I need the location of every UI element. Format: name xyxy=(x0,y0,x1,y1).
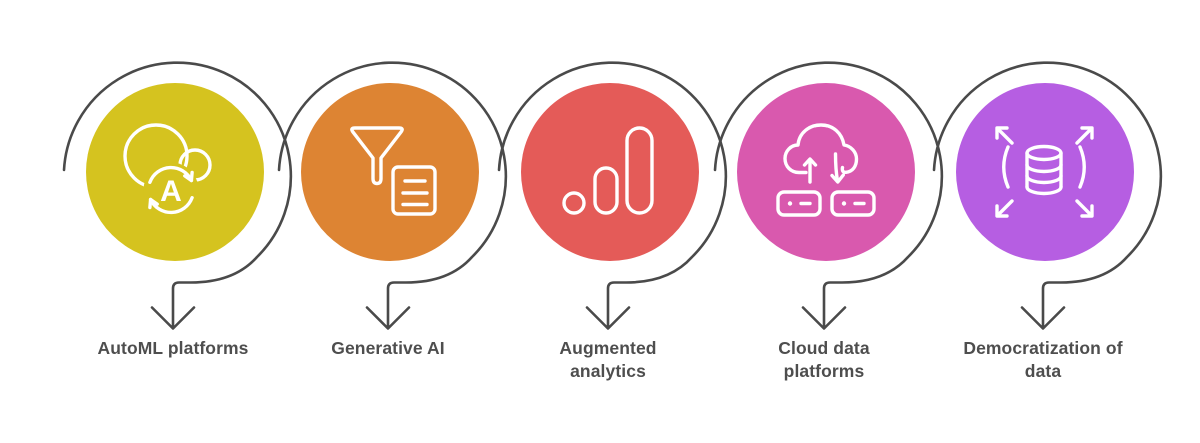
step-item-automl: A AutoML platforms xyxy=(55,0,295,443)
database-share-icon xyxy=(995,126,1094,218)
step-label: Generative AI xyxy=(331,338,445,358)
circle-outline-arrow xyxy=(932,61,1163,330)
automl-cloud-refresh-icon: A xyxy=(123,123,212,218)
step-item-generative-ai: Generative AI xyxy=(270,0,510,443)
cloud-sync-servers-icon xyxy=(776,123,876,217)
step-item-cloud-data: Cloud data platforms xyxy=(706,0,946,443)
step-graphic: A xyxy=(62,61,293,330)
step-graphic xyxy=(713,61,944,330)
analytics-bars-icon xyxy=(562,126,654,215)
funnel-document-icon xyxy=(350,126,437,216)
step-circle xyxy=(521,83,699,261)
icon-letter-a: A xyxy=(160,175,182,208)
circle-outline-arrow xyxy=(497,61,728,330)
step-graphic xyxy=(277,61,508,330)
step-graphic xyxy=(497,61,728,330)
step-item-augmented-analytics: Augmented analytics xyxy=(490,0,730,443)
step-circle xyxy=(737,83,915,261)
step-label: AutoML platforms xyxy=(97,338,249,358)
step-item-democratization: Democratization of data xyxy=(925,0,1165,443)
step-label: Democratization of data xyxy=(963,338,1123,381)
circle-outline-arrow xyxy=(62,61,293,330)
step-label: Cloud data platforms xyxy=(778,338,870,381)
step-label: Augmented analytics xyxy=(559,338,657,381)
step-circle xyxy=(301,83,479,261)
step-graphic xyxy=(932,61,1163,330)
